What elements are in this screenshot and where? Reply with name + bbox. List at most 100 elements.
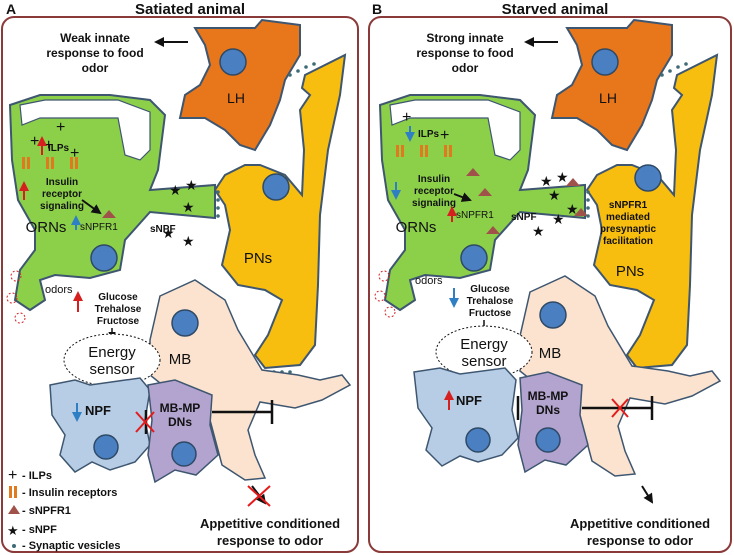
- lh-nucleus: [219, 48, 247, 76]
- mb-label: MB: [169, 351, 192, 368]
- panel-a-frame: [1, 16, 359, 553]
- star-icon: ★: [185, 177, 198, 193]
- pn-nucleus: [634, 164, 662, 192]
- svg-text:Insulin: Insulin: [418, 174, 450, 185]
- legend-label-ilps: - ILPs: [22, 470, 52, 482]
- plus-icon: +: [56, 119, 65, 136]
- svg-text:Glucose: Glucose: [98, 292, 138, 303]
- block-x-icon: [611, 398, 629, 418]
- appetitive-response-label: Appetitive conditioned response to odor: [200, 516, 340, 548]
- legend-label-vesicles: - Synaptic vesicles: [22, 540, 120, 552]
- svg-text:Weak innate: Weak innate: [60, 31, 130, 45]
- triangle-icon: [102, 210, 116, 218]
- svg-text:receptor: receptor: [414, 186, 454, 197]
- snpf-label: sNPF: [511, 212, 537, 223]
- triangle-icon: [466, 168, 480, 176]
- innate-response-label: Strong innate response to food odor: [416, 31, 513, 75]
- lh-label: LH: [599, 90, 617, 106]
- pn-neuron: [213, 53, 347, 370]
- svg-text:Insulin: Insulin: [46, 177, 78, 188]
- innate-response-label: Weak innate response to food odor: [46, 31, 143, 75]
- svg-text:odor: odor: [452, 61, 479, 75]
- odors-label: odors: [45, 284, 73, 296]
- panel-b-letter: B: [372, 1, 382, 17]
- signaling-arrow: [453, 192, 472, 202]
- energy-sensor-label-2: sensor: [89, 361, 134, 378]
- dn-nucleus: [171, 441, 197, 467]
- triangle-icon: [486, 226, 500, 234]
- sugars-label: Glucose Trehalose Fructose: [467, 284, 514, 319]
- pn-label: PNs: [616, 263, 644, 280]
- npf-label: NPF: [85, 403, 111, 418]
- snpf-stars: ★ ★ ★ ★ ★: [162, 177, 198, 249]
- dn-nucleus: [535, 427, 561, 453]
- energy-sensor-label-2: sensor: [461, 353, 506, 370]
- pn-nucleus: [262, 173, 290, 201]
- dashed-circle-icon: [374, 270, 396, 318]
- insulin-signaling-label: Insulin receptor signaling: [412, 174, 456, 209]
- orn-neuron: [378, 94, 586, 312]
- triangle-icon: [478, 188, 492, 196]
- npf-label: NPF: [456, 393, 482, 408]
- svg-text:Strong innate: Strong innate: [426, 31, 504, 45]
- insulin-signaling-label: Insulin receptor signaling: [40, 177, 84, 212]
- appetitive-arrow: [641, 485, 654, 504]
- star-icon: ★: [182, 199, 195, 215]
- snpf-stars: ★ ★ ★ ★ ★ ★: [532, 169, 579, 239]
- mb-nucleus: [171, 309, 199, 337]
- panel-a-title: Satiated animal: [135, 1, 245, 18]
- plus-icon: +: [440, 127, 449, 144]
- pn-neuron: [585, 53, 719, 370]
- panel-a-letter: A: [6, 1, 16, 17]
- insulin-receptor-icon: [9, 486, 17, 498]
- svg-text:signaling: signaling: [412, 198, 456, 209]
- svg-text:Fructose: Fructose: [469, 308, 512, 319]
- dn-neuron: [147, 379, 219, 484]
- svg-text:receptor: receptor: [42, 189, 82, 200]
- energy-sensor-label-1: Energy: [460, 336, 508, 353]
- dn-label-1: MB-MP: [160, 401, 201, 415]
- lh-neuron: [178, 18, 301, 152]
- npf-nucleus: [465, 427, 491, 453]
- panel-b-title: Starved animal: [502, 1, 609, 18]
- triangle-icon: [8, 505, 20, 514]
- snpfr1-label: sNPFR1: [456, 210, 494, 221]
- panel-b: B Starved animal Strong innate response …: [368, 1, 732, 553]
- orn-label: ORNs: [26, 219, 67, 236]
- legend: + - ILPs - Insulin receptors - sNPFR1 ★ …: [7, 467, 120, 552]
- svg-text:Trehalose: Trehalose: [95, 304, 142, 315]
- sugars-label: Glucose Trehalose Fructose: [95, 292, 142, 327]
- star-icon: ★: [552, 211, 565, 227]
- svg-text:facilitation: facilitation: [603, 236, 653, 247]
- mb-nucleus: [539, 301, 567, 329]
- orn-inner-gap: [19, 99, 151, 161]
- svg-text:response to odor: response to odor: [217, 533, 323, 548]
- npf-neuron: [49, 377, 151, 473]
- odors-label: odors: [415, 275, 443, 287]
- dn-label-2: DNs: [168, 415, 192, 429]
- signaling-arrow: [81, 199, 102, 215]
- orn-nucleus: [90, 244, 118, 272]
- plus-icon: +: [70, 145, 79, 162]
- lh-nucleus: [591, 48, 619, 76]
- npf-nucleus: [93, 434, 119, 460]
- svg-text:odor: odor: [82, 61, 109, 75]
- orn-nucleus: [460, 244, 488, 272]
- plus-icon: +: [30, 133, 39, 150]
- dashed-circle-icon: [6, 270, 26, 324]
- plus-icon: +: [402, 109, 411, 126]
- legend-label-insulin-receptors: - Insulin receptors: [22, 487, 117, 499]
- triangle-icon: [566, 178, 580, 186]
- energy-sensor: [435, 325, 533, 379]
- dn-neuron: [517, 371, 589, 474]
- plus-icon: +: [44, 137, 53, 154]
- star-icon: ★: [532, 223, 545, 239]
- orn-label: ORNs: [396, 219, 437, 236]
- insulin-receptor-icon: [396, 145, 452, 157]
- ilps-label: ILPs: [418, 129, 440, 140]
- lh-label: LH: [227, 90, 245, 106]
- star-icon: ★: [169, 182, 182, 198]
- svg-text:Glucose: Glucose: [470, 284, 510, 295]
- legend-label-snpfr1: - sNPFR1: [22, 505, 71, 517]
